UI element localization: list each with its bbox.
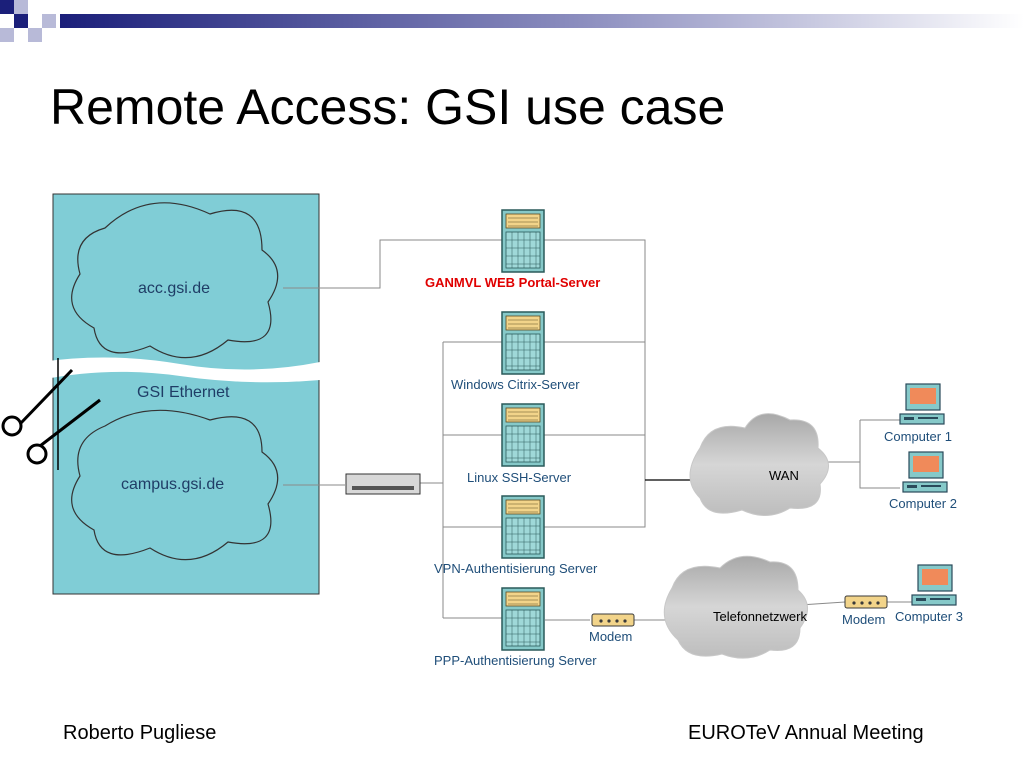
citrix-server-icon (501, 311, 545, 375)
computer-1-icon (899, 383, 945, 425)
ssh-server-label: Linux SSH-Server (467, 470, 572, 485)
citrix-server-label: Windows Citrix-Server (451, 377, 580, 392)
computer-2-label: Computer 2 (889, 496, 957, 511)
modem-left-icon (591, 613, 635, 627)
vpn-server-label: VPN-Authentisierung Server (434, 561, 598, 576)
telefon-cloud (663, 555, 808, 659)
header-decoration (0, 0, 1024, 42)
computer-3-label: Computer 3 (895, 609, 963, 624)
campus-cloud (71, 409, 279, 561)
ssh-server-icon (501, 403, 545, 467)
modem-right-label: Modem (842, 612, 886, 627)
modem-left-label: Modem (589, 629, 633, 644)
ppp-server-icon (501, 587, 545, 651)
gsi-ethernet-band (40, 357, 320, 383)
portal-server-icon (501, 209, 545, 273)
wan-cloud (689, 413, 829, 516)
vpn-server-icon (501, 495, 545, 559)
ppp-server-label: PPP-Authentisierung Server (434, 653, 597, 668)
footer-author: Roberto Pugliese (63, 722, 217, 744)
scissors-icon (1, 358, 101, 470)
acc-cloud-label: acc.gsi.de (138, 280, 211, 297)
modem-right-icon (844, 595, 888, 609)
network-switch-icon (345, 473, 421, 495)
slide-title: Remote Access: GSI use case (50, 79, 726, 135)
campus-cloud-label: campus.gsi.de (121, 476, 225, 493)
gsi-ethernet-label: GSI Ethernet (137, 384, 230, 401)
computer-2-icon (902, 451, 948, 493)
computer-1-label: Computer 1 (884, 429, 952, 444)
telefon-label: Telefonnetzwerk (713, 609, 807, 624)
footer-event: EUROTeV Annual Meeting (688, 722, 924, 744)
connection-lines (283, 239, 915, 621)
computer-3-icon (911, 564, 957, 606)
acc-cloud (71, 202, 279, 359)
wan-label: WAN (769, 468, 799, 483)
portal-server-label: GANMVL WEB Portal-Server (425, 275, 601, 290)
